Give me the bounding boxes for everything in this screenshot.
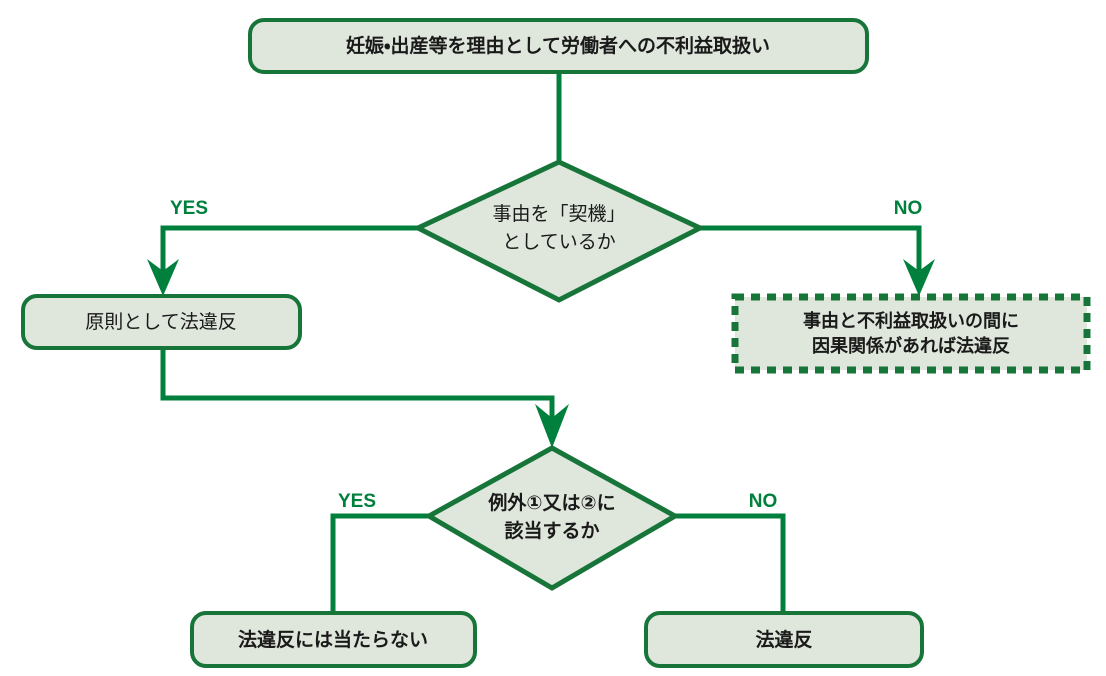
arrowhead-decision1-yes (147, 259, 179, 296)
decision2-label-line2: 該当するか (504, 519, 599, 542)
decision1-label-line2: としているか (502, 232, 615, 253)
node-decision1: 事由を「契機」 としているか (412, 159, 706, 303)
causation-label-line1: 事由と不利益取扱いの間に (803, 310, 1019, 331)
no-violation-label: 法違反には当たらない (238, 628, 428, 651)
connector-principle-to-decision2 (160, 350, 555, 421)
decision2-diamond (423, 445, 681, 591)
node-violation: 法違反 (644, 611, 924, 668)
arrowhead-to-decision2 (535, 404, 569, 448)
no-violation-box (190, 611, 477, 668)
start-box (248, 18, 869, 74)
connector-decision2-no (675, 513, 786, 614)
decision2-label-line1: 例外①又は②に (487, 491, 615, 514)
connector-decision2-yes (330, 513, 429, 614)
node-violation-principle: 原則として法違反 (21, 294, 302, 350)
branch-label-decision2-no: NO (749, 491, 778, 512)
node-causation: 事由と不利益取扱いの間に 因果関係があれば法違反 (731, 293, 1091, 374)
connector-decision1-no (700, 225, 922, 279)
decision1-diamond (412, 159, 706, 303)
node-start: 妊娠・出産等を理由として労働者への不利益取扱い (248, 18, 869, 74)
violation-box (644, 611, 924, 668)
start-label: 妊娠・出産等を理由として労働者への不利益取扱い (346, 34, 770, 57)
branch-label-decision2-yes: YES (338, 491, 376, 512)
branch-label-decision1-no: NO (894, 198, 923, 219)
connector-decision1-yes (160, 225, 418, 279)
arrowhead-decision1-no (903, 259, 935, 296)
node-no-violation: 法違反には当たらない (190, 611, 477, 668)
node-decision2: 例外①又は②に 該当するか (423, 445, 681, 591)
violation-principle-box (21, 294, 302, 350)
causation-box (731, 293, 1091, 374)
violation-label: 法違反 (755, 628, 812, 651)
causation-label-line2: 因果関係があれば法違反 (812, 335, 1010, 356)
branch-label-decision1-yes: YES (170, 198, 208, 219)
decision1-label-line1: 事由を「契機」 (492, 203, 625, 225)
violation-principle-label: 原則として法違反 (85, 311, 236, 333)
